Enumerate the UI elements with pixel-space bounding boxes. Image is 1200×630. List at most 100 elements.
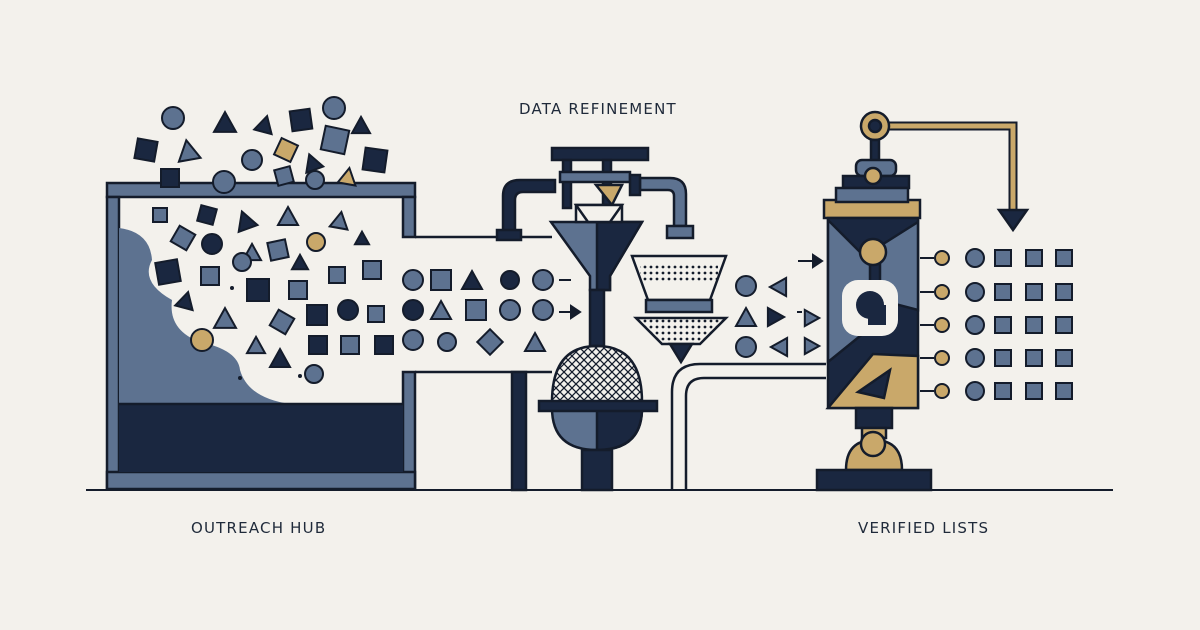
square-shape <box>1055 316 1073 334</box>
circle-shape <box>532 299 554 321</box>
triangle-shape <box>353 229 371 246</box>
square-shape <box>994 316 1012 334</box>
square-shape <box>266 238 290 262</box>
triangle-shape <box>350 114 372 135</box>
circle-shape <box>304 364 324 384</box>
triangle-shape <box>460 268 484 290</box>
square-shape <box>361 146 389 174</box>
circle-shape <box>965 315 985 335</box>
square-shape <box>465 299 487 321</box>
square-shape <box>272 136 300 164</box>
conveyor-shapes <box>402 268 574 357</box>
verified-list-grid <box>920 248 1073 401</box>
square-shape <box>430 269 452 291</box>
square-shape <box>288 280 308 300</box>
circle-shape <box>305 170 325 190</box>
circle-shape <box>402 269 424 291</box>
square-shape <box>308 335 328 355</box>
square-shape <box>319 124 351 156</box>
circle-shape <box>532 269 554 291</box>
circle-shape <box>437 332 457 352</box>
triangle-shape <box>173 290 194 312</box>
circle-shape <box>934 350 950 366</box>
dot-shape <box>230 286 234 290</box>
dot-shape <box>298 374 302 378</box>
triangle-shape <box>429 298 453 320</box>
circle-shape <box>337 299 359 321</box>
circle-shape <box>934 284 950 300</box>
triangle-shape <box>767 276 788 298</box>
square-shape <box>268 308 296 336</box>
circle-shape <box>934 383 950 399</box>
triangle-shape <box>245 334 267 355</box>
square-shape <box>272 164 296 188</box>
arrow-head <box>570 304 582 320</box>
circle-shape <box>402 329 424 351</box>
circle-shape <box>934 250 950 266</box>
circle-shape <box>500 270 520 290</box>
square-shape <box>994 283 1012 301</box>
square-shape <box>195 203 219 227</box>
square-shape <box>1025 283 1043 301</box>
circle-shape <box>190 328 214 352</box>
verified-lists-label: VERIFIED LISTS <box>858 519 990 537</box>
square-shape <box>362 260 382 280</box>
circle-shape <box>241 149 263 171</box>
square-shape <box>994 382 1012 400</box>
filtered-shapes <box>734 275 822 358</box>
square-shape <box>1055 283 1073 301</box>
circle-shape <box>965 381 985 401</box>
square-shape <box>133 137 159 163</box>
outreach-hub-machine <box>105 181 552 491</box>
circle-shape <box>499 299 521 321</box>
triangle-shape <box>803 336 822 356</box>
square-shape <box>160 168 180 188</box>
circle-shape <box>934 317 950 333</box>
triangle-shape <box>803 308 822 328</box>
square-shape <box>374 335 394 355</box>
dot-shape <box>238 376 242 380</box>
triangle-shape <box>523 330 547 352</box>
square-shape <box>1055 249 1073 267</box>
square-shape <box>152 207 168 223</box>
square-shape <box>1025 316 1043 334</box>
circle-shape <box>306 232 326 252</box>
outreach-hub-label: OUTREACH HUB <box>191 519 327 537</box>
square-shape <box>169 224 197 252</box>
arrow-head <box>812 253 824 269</box>
triangle-shape <box>237 209 260 234</box>
square-shape <box>246 278 270 302</box>
triangle-shape <box>768 336 789 358</box>
triangle-shape <box>305 152 326 175</box>
circle-shape <box>735 275 757 297</box>
square-shape <box>340 335 360 355</box>
triangle-shape <box>252 114 273 136</box>
square-shape <box>306 304 328 326</box>
triangle-shape <box>276 204 300 226</box>
square-shape <box>154 258 182 286</box>
circle-shape <box>965 248 985 268</box>
circle-shape <box>965 282 985 302</box>
square-shape <box>1025 349 1043 367</box>
circle-shape <box>735 336 757 358</box>
triangle-shape <box>734 305 758 327</box>
raw-data-shapes <box>133 96 394 384</box>
square-shape <box>200 266 220 286</box>
triangle-shape <box>268 346 292 368</box>
triangle-shape <box>212 306 238 329</box>
circle-shape <box>212 170 236 194</box>
square-shape <box>1025 382 1043 400</box>
data-refinement-label: DATA REFINEMENT <box>519 100 677 118</box>
square-shape <box>1055 382 1073 400</box>
circle-shape <box>201 233 223 255</box>
triangle-shape <box>212 110 238 133</box>
square-shape <box>367 305 385 323</box>
triangle-shape <box>327 209 349 231</box>
triangle-shape <box>335 165 357 187</box>
square-shape <box>994 249 1012 267</box>
verified-lists-machine <box>815 110 1030 492</box>
circle-shape <box>322 96 346 120</box>
circle-shape <box>161 106 185 130</box>
